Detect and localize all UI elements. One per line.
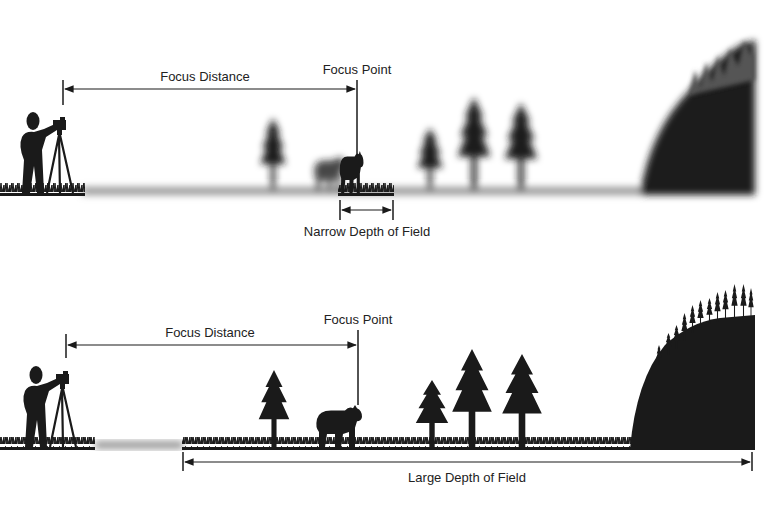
bottom-panel xyxy=(0,284,755,471)
dimension-label: Narrow Depth of Field xyxy=(301,224,433,240)
focus-point-label: Focus Point xyxy=(321,312,396,328)
dimension-label: Large Depth of Field xyxy=(405,470,529,486)
top-panel xyxy=(0,40,755,220)
dimension-label: Focus Distance xyxy=(157,69,253,85)
dimension-label: Focus Distance xyxy=(162,325,258,341)
focus-point-label: Focus Point xyxy=(320,62,395,78)
